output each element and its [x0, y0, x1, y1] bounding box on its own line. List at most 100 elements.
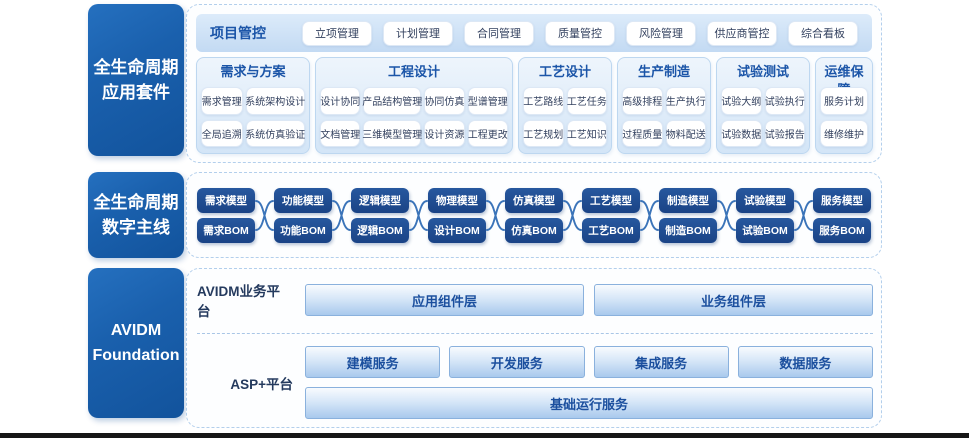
- suite-panel-title: 工艺设计: [538, 64, 591, 79]
- suite-module-button: 维修维护: [820, 119, 868, 147]
- project-button: 合同管理: [464, 20, 534, 46]
- suite-module-button: 生产执行: [665, 87, 706, 115]
- chain-link-connector: [563, 188, 582, 243]
- suite-module-button: 设计协同: [320, 87, 361, 115]
- suite-module-button: 物料配送: [665, 119, 706, 147]
- foundation-side-label-line1: AVIDM: [110, 322, 162, 339]
- suite-container: 项目管控 立项管理计划管理合同管理质量管控风险管理供应商管控综合看板 需求与方案…: [186, 4, 882, 163]
- base-service-bar: 基础运行服务: [305, 387, 873, 419]
- bom-box: 需求BOM: [197, 217, 255, 243]
- suite-module-button: 工艺路线: [523, 87, 564, 115]
- thread-pair: 逻辑模型逻辑BOM: [351, 187, 409, 243]
- thread-pair: 仿真模型仿真BOM: [505, 187, 563, 243]
- suite-panel-row: 服务计划: [820, 87, 868, 115]
- asp-platform-row: ASP+平台 建模服务开发服务集成服务数据服务 基础运行服务: [197, 346, 873, 419]
- service-bar: 开发服务: [449, 346, 585, 378]
- suite-module-button: 系统仿真验证: [245, 119, 305, 147]
- asp-platform-label: ASP+平台: [230, 376, 293, 392]
- chain-link-connector: [409, 188, 428, 243]
- suite-panel: 工程设计设计协同产品结构管理协同仿真型谱管理文档管理三维模型管理设计资源工程更改: [315, 57, 513, 154]
- bom-box: 服务BOM: [813, 217, 871, 243]
- chain-link-connector: [717, 188, 736, 243]
- suite-panel-row: 工艺规划工艺知识: [523, 119, 607, 147]
- suite-panel-row: 高级排程生产执行: [622, 87, 706, 115]
- suite-side-label-line2: 应用套件: [102, 83, 170, 102]
- thread-pair: 物理模型设计BOM: [428, 187, 486, 243]
- thread-pair: 工艺模型工艺BOM: [582, 187, 640, 243]
- business-platform-row: AVIDM业务平台 应用组件层业务组件层: [197, 284, 873, 319]
- thread-pair: 试验模型试验BOM: [736, 187, 794, 243]
- suite-panel-title: 需求与方案: [220, 64, 286, 79]
- thread-pair: 需求模型需求BOM: [197, 187, 255, 243]
- suite-panel: 工艺设计工艺路线工艺任务工艺规划工艺知识: [518, 57, 612, 154]
- suite-panel-title: 工程设计: [387, 64, 440, 79]
- suite-module-button: 服务计划: [820, 87, 868, 115]
- suite-panel-row: 试验大纲试验执行: [721, 87, 805, 115]
- suite-module-button: 工艺知识: [566, 119, 607, 147]
- foundation-side-label-line2: Foundation: [92, 347, 180, 364]
- business-platform-bars: 应用组件层业务组件层: [305, 284, 873, 316]
- component-layer-bar: 业务组件层: [594, 284, 873, 316]
- bom-box: 工艺BOM: [582, 217, 640, 243]
- chain-link-connector: [794, 188, 813, 243]
- model-box: 功能模型: [274, 187, 332, 213]
- project-button: 供应商管控: [707, 20, 777, 46]
- suite-side-label-line1: 全生命周期: [93, 58, 179, 77]
- suite-panel-row: 全局追溯系统仿真验证: [201, 119, 305, 147]
- suite-module-button: 三维模型管理: [362, 119, 422, 147]
- suite-panel-row: 工艺路线工艺任务: [523, 87, 607, 115]
- model-box: 逻辑模型: [351, 187, 409, 213]
- thread-side-label-line1: 全生命周期: [93, 193, 179, 212]
- project-button: 风险管理: [626, 20, 696, 46]
- suite-panel: 试验测试试验大纲试验执行试验数据试验报告: [716, 57, 810, 154]
- platform-separator: [197, 333, 873, 334]
- bom-box: 功能BOM: [274, 217, 332, 243]
- project-control-buttons: 立项管理计划管理合同管理质量管控风险管理供应商管控综合看板: [302, 20, 858, 46]
- business-platform-label: AVIDM业务平台: [197, 284, 280, 319]
- suite-module-button: 全局追溯: [201, 119, 243, 147]
- suite-module-button: 文档管理: [320, 119, 361, 147]
- bottom-rule: [0, 433, 969, 438]
- asp-platform-bars-area: 建模服务开发服务集成服务数据服务 基础运行服务: [305, 346, 873, 419]
- suite-module-button: 协同仿真: [424, 87, 465, 115]
- project-button: 质量管控: [545, 20, 615, 46]
- suite-panel-row: 试验数据试验报告: [721, 119, 805, 147]
- suite-panel-row: 过程质量物料配送: [622, 119, 706, 147]
- service-bar: 数据服务: [737, 346, 873, 378]
- suite-side-label: 全生命周期 应用套件: [88, 4, 184, 156]
- suite-module-button: 工艺任务: [566, 87, 607, 115]
- bom-box: 逻辑BOM: [351, 217, 409, 243]
- model-box: 服务模型: [813, 187, 871, 213]
- service-bar: 集成服务: [593, 346, 729, 378]
- suite-panel-title: 运维保障: [824, 64, 864, 97]
- suite-module-button: 型谱管理: [467, 87, 508, 115]
- component-layer-bar: 应用组件层: [305, 284, 584, 316]
- chain-link-connector: [255, 188, 274, 243]
- suite-module-button: 高级排程: [622, 87, 663, 115]
- thread-pair: 制造模型制造BOM: [659, 187, 717, 243]
- suite-module-button: 试验执行: [764, 87, 805, 115]
- model-box: 工艺模型: [582, 187, 640, 213]
- digital-thread-container: 需求模型需求BOM 功能模型功能BOM 逻辑模型逻辑BOM 物理模型设计BOM 仿真模型…: [186, 172, 882, 258]
- suite-panel-title: 试验测试: [736, 64, 789, 79]
- digital-thread-chain: 需求模型需求BOM 功能模型功能BOM 逻辑模型逻辑BOM 物理模型设计BOM 仿真模型…: [197, 173, 871, 257]
- project-button: 综合看板: [788, 20, 858, 46]
- project-button: 计划管理: [383, 20, 453, 46]
- suite-panel: 生产制造高级排程生产执行过程质量物料配送: [617, 57, 711, 154]
- chain-link-connector: [332, 188, 351, 243]
- chain-link-connector: [640, 188, 659, 243]
- suite-panel-row: 维修维护: [820, 119, 868, 147]
- suite-module-button: 需求管理: [201, 87, 243, 115]
- suite-module-button: 过程质量: [622, 119, 663, 147]
- project-control-title: 项目管控: [210, 25, 266, 41]
- bom-box: 试验BOM: [736, 217, 794, 243]
- suite-panel-title: 生产制造: [637, 64, 690, 79]
- suite-columns: 需求与方案需求管理系统架构设计全局追溯系统仿真验证工程设计设计协同产品结构管理协…: [196, 57, 874, 154]
- suite-panel: 运维保障服务计划维修维护: [815, 57, 873, 154]
- suite-module-button: 试验报告: [764, 119, 805, 147]
- suite-module-button: 试验大纲: [721, 87, 762, 115]
- thread-side-label: 全生命周期 数字主线: [88, 172, 184, 258]
- suite-panel-row: 需求管理系统架构设计: [201, 87, 305, 115]
- thread-pair: 服务模型服务BOM: [813, 187, 871, 243]
